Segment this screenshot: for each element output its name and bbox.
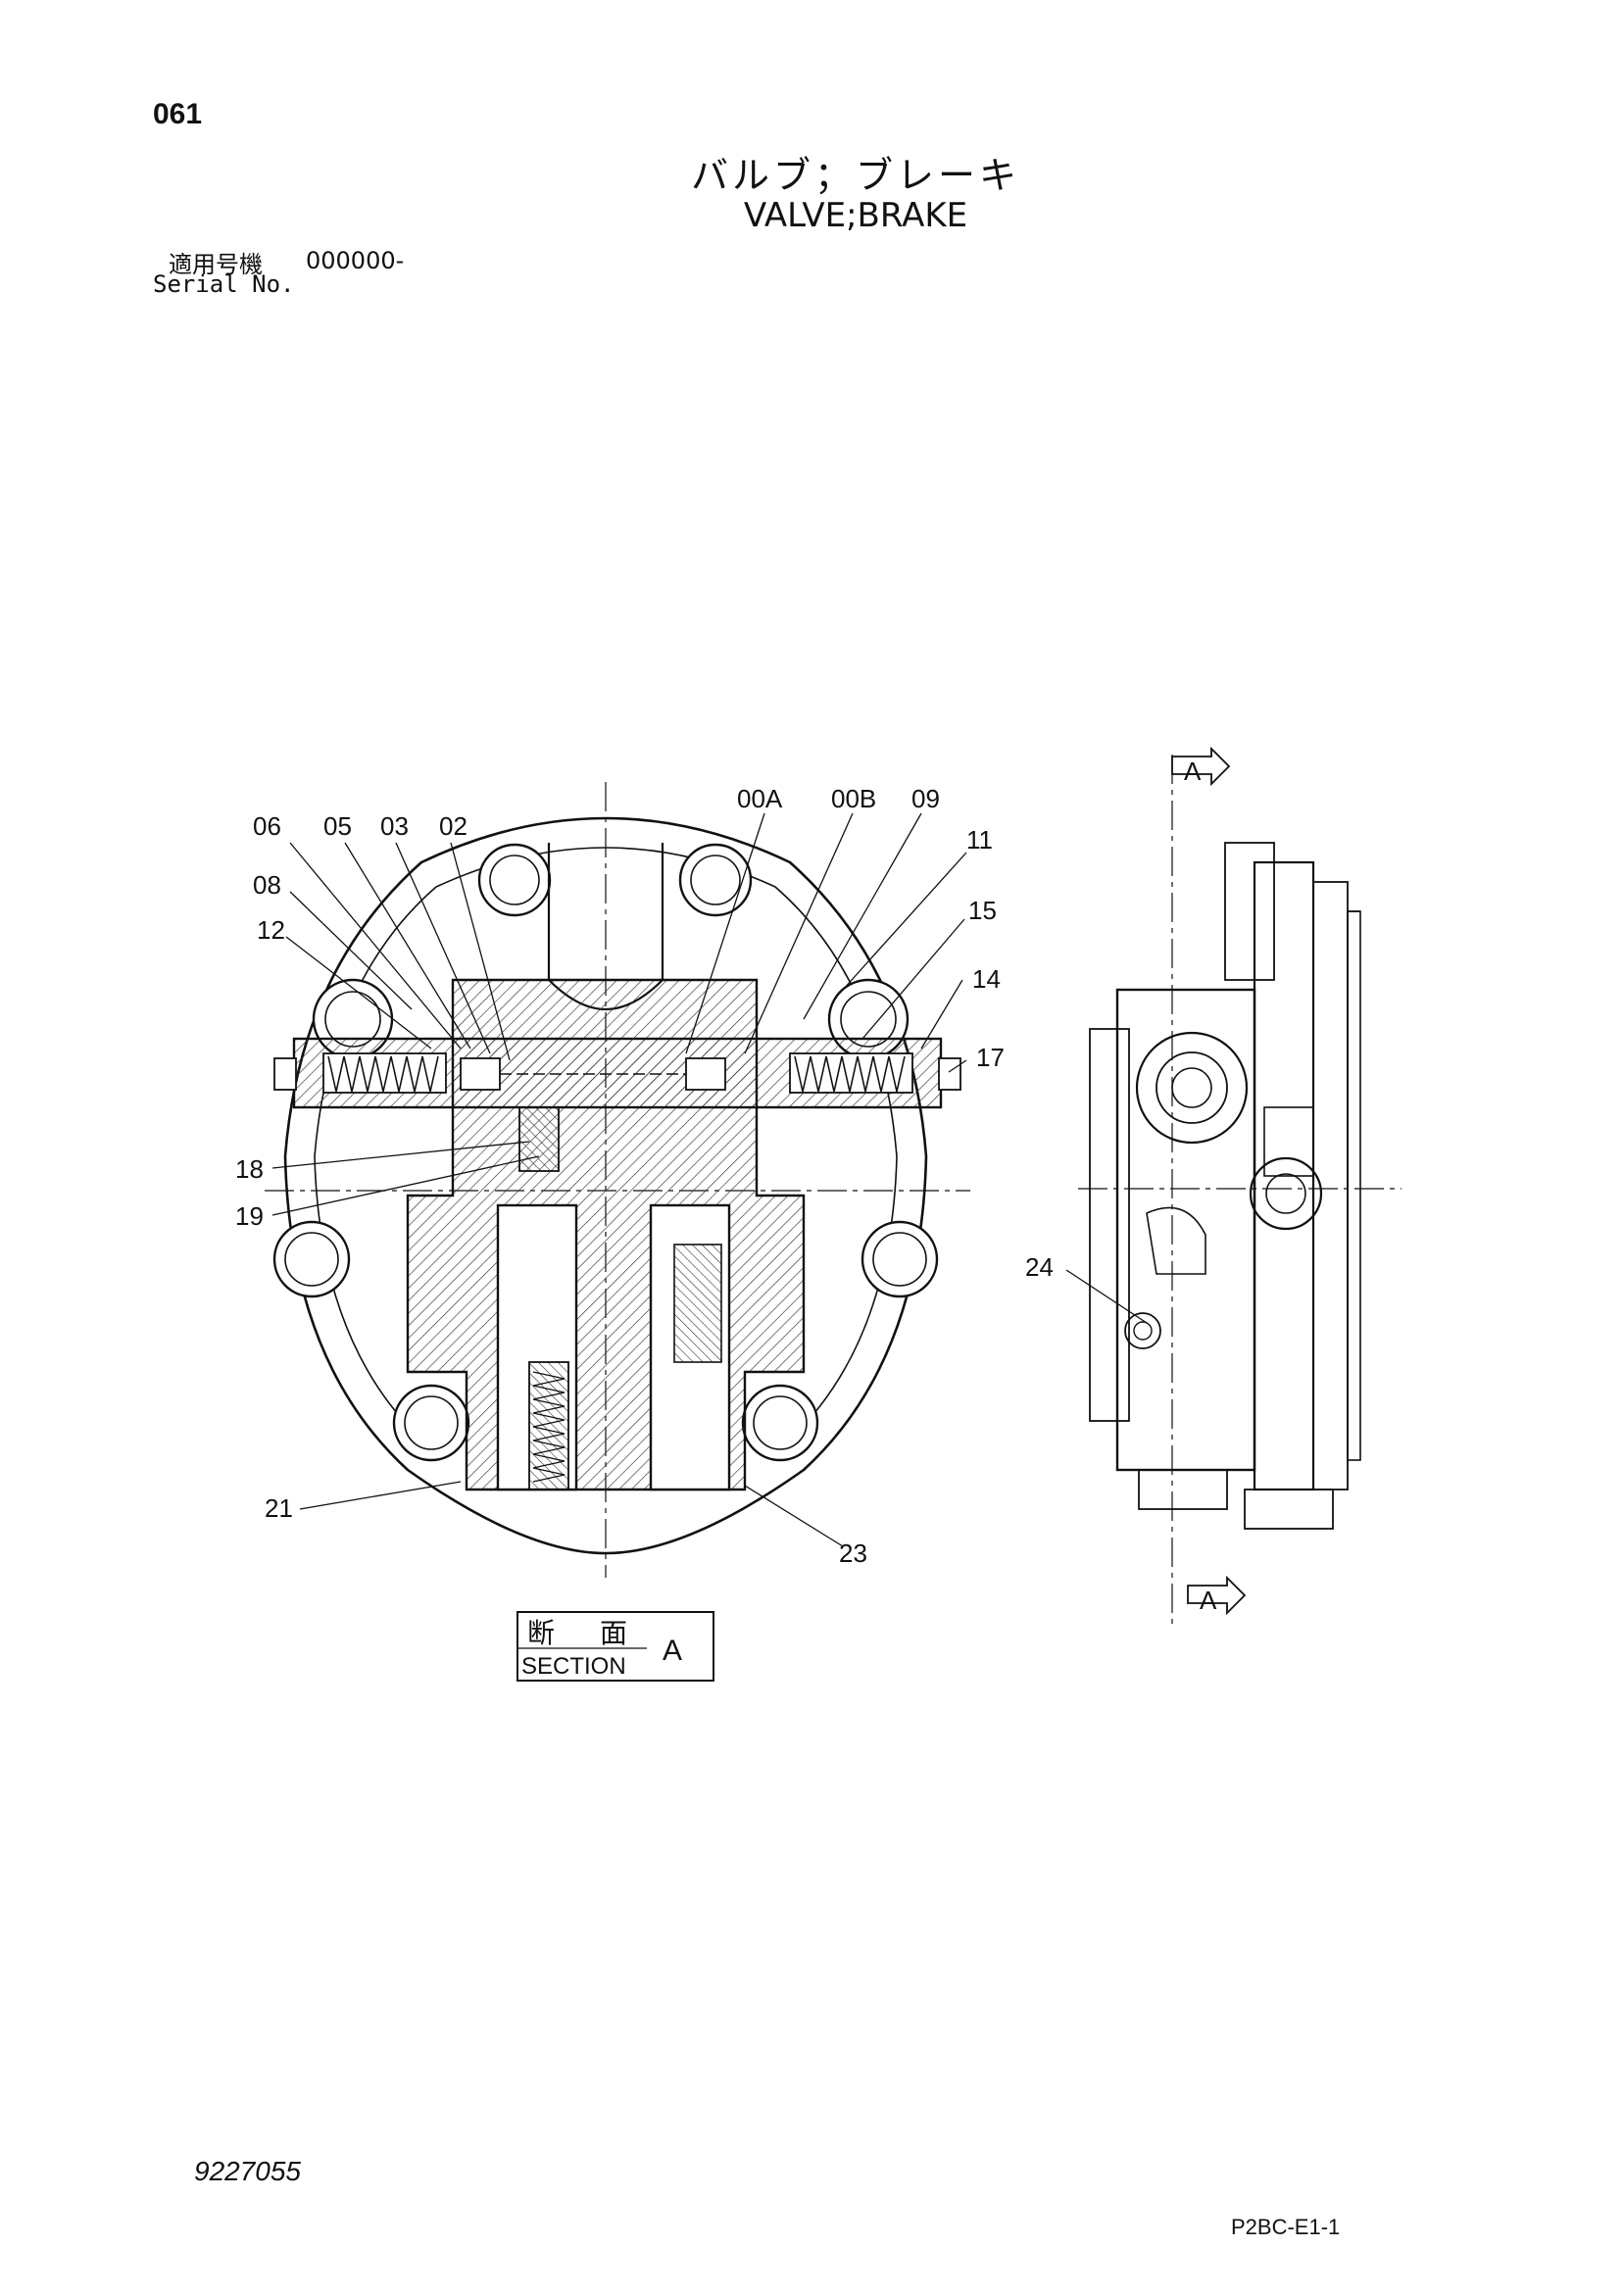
title-japanese: バルブ；ブレーキ bbox=[690, 156, 1020, 197]
section-label-box: 断 面 SECTION A bbox=[516, 1611, 714, 1682]
serial-label-english: Serial No. bbox=[153, 270, 295, 298]
side-view: A A bbox=[1078, 746, 1402, 1627]
callout-03: 03 bbox=[380, 811, 409, 841]
callout-02: 02 bbox=[439, 811, 467, 841]
leader-lines bbox=[271, 812, 1148, 1547]
callout-14: 14 bbox=[972, 964, 1001, 994]
callout-05: 05 bbox=[323, 811, 352, 841]
page-number: 061 bbox=[153, 98, 203, 130]
callout-23: 23 bbox=[839, 1539, 867, 1568]
section-kanji-1: 断 bbox=[527, 1618, 555, 1648]
section-arrow-label-top: A bbox=[1184, 757, 1202, 786]
section-view bbox=[265, 782, 970, 1578]
callout-12: 12 bbox=[257, 915, 285, 945]
callout-08: 08 bbox=[253, 870, 281, 900]
serial-value: 000000- bbox=[306, 247, 405, 274]
document-number: 9227055 bbox=[194, 2156, 302, 2186]
callout-21: 21 bbox=[265, 1493, 293, 1523]
callout-labels: 06 05 03 02 00A 00B 09 11 08 12 15 14 17… bbox=[235, 784, 1054, 1568]
section-english: SECTION bbox=[521, 1653, 626, 1680]
page-code: P2BC-E1-1 bbox=[1231, 2215, 1341, 2239]
callout-06: 06 bbox=[253, 811, 281, 841]
callout-18: 18 bbox=[235, 1154, 264, 1184]
section-arrow-label-bottom: A bbox=[1200, 1586, 1217, 1615]
serial-label-japanese: 適用号機 bbox=[169, 252, 263, 278]
callout-11: 11 bbox=[966, 825, 993, 855]
callout-24: 24 bbox=[1025, 1252, 1054, 1282]
callout-15: 15 bbox=[968, 896, 997, 925]
callout-09: 09 bbox=[911, 784, 940, 813]
callout-00a: 00A bbox=[737, 784, 783, 813]
callout-00b: 00B bbox=[831, 784, 876, 813]
section-letter: A bbox=[663, 1635, 682, 1667]
callout-19: 19 bbox=[235, 1201, 264, 1231]
callout-17: 17 bbox=[976, 1043, 1005, 1072]
section-kanji-2: 面 bbox=[600, 1618, 627, 1648]
title-english: VALVE;BRAKE bbox=[743, 196, 968, 235]
